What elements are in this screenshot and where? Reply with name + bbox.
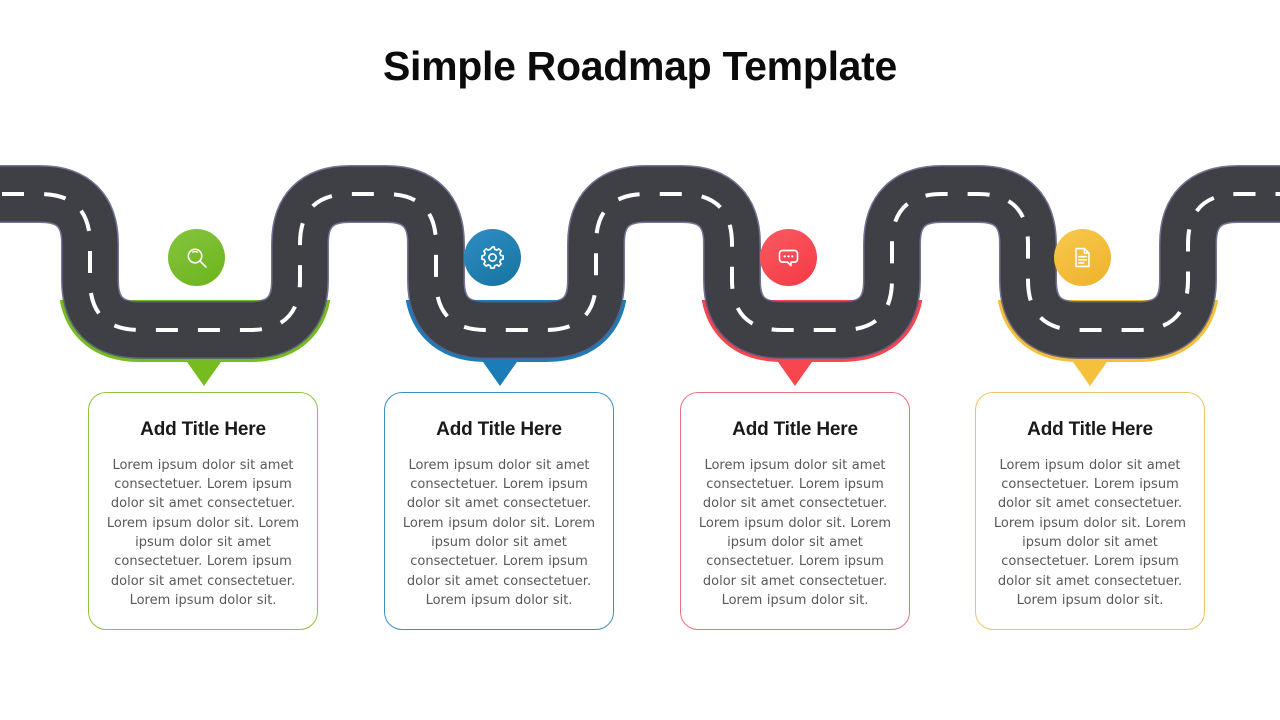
- card-title: Add Title Here: [436, 419, 562, 440]
- pointer-triangle-blue: [476, 352, 524, 386]
- road-pointers: [180, 352, 1114, 386]
- pointer-triangle-red: [771, 352, 819, 386]
- card-title: Add Title Here: [140, 419, 266, 440]
- step-icon-badge-3[interactable]: [760, 229, 817, 286]
- pointer-triangle-yellow: [1066, 352, 1114, 386]
- roadmap-cards: Add Title Here Lorem ipsum dolor sit ame…: [0, 392, 1280, 632]
- document-icon: [1070, 245, 1095, 270]
- card-title: Add Title Here: [732, 419, 858, 440]
- step-icon-badge-4[interactable]: [1054, 229, 1111, 286]
- card-body: Lorem ipsum dolor sit amet consectetuer.…: [993, 457, 1187, 608]
- roadmap-road-graphic: [0, 0, 1280, 386]
- gear-icon: [479, 244, 506, 271]
- pointer-triangle-green: [180, 352, 228, 386]
- step-icon-badge-2[interactable]: [464, 229, 521, 286]
- roadmap-card-4[interactable]: Add Title Here Lorem ipsum dolor sit ame…: [975, 392, 1205, 630]
- card-body: Lorem ipsum dolor sit amet consectetuer.…: [106, 457, 300, 608]
- roadmap-card-1[interactable]: Add Title Here Lorem ipsum dolor sit ame…: [88, 392, 318, 630]
- chat-bubble-icon: [775, 244, 802, 271]
- page-title: Simple Roadmap Template: [382, 43, 898, 89]
- card-body: Lorem ipsum dolor sit amet consectetuer.…: [698, 457, 892, 608]
- roadmap-card-3[interactable]: Add Title Here Lorem ipsum dolor sit ame…: [680, 392, 910, 630]
- card-body: Lorem ipsum dolor sit amet consectetuer.…: [402, 457, 596, 608]
- card-title: Add Title Here: [1027, 419, 1153, 440]
- search-icon: [184, 245, 210, 271]
- step-icon-badge-1[interactable]: [168, 229, 225, 286]
- roadmap-card-2[interactable]: Add Title Here Lorem ipsum dolor sit ame…: [384, 392, 614, 630]
